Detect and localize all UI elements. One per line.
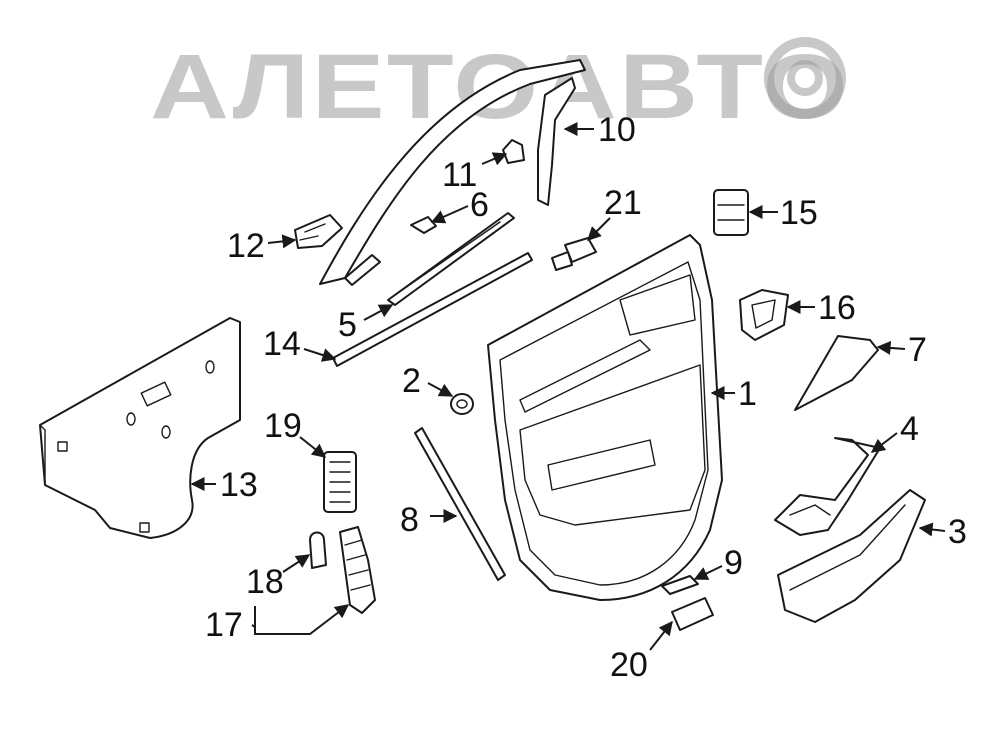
leader-12 (267, 234, 297, 249)
callout-10: 10 (598, 111, 636, 149)
leader-6 (430, 205, 469, 224)
callout-8: 8 (400, 501, 419, 539)
leader-20 (649, 620, 673, 651)
callout-12: 12 (227, 227, 265, 265)
part-13-water-shield (39, 317, 241, 539)
callout-7: 7 (908, 331, 927, 369)
callout-14: 14 (263, 325, 301, 363)
leader-17-bracket (254, 604, 350, 635)
callout-20: 20 (610, 646, 648, 684)
leader-lines (190, 122, 946, 651)
leader-3 (918, 522, 946, 537)
watermark-logo-dot (787, 60, 823, 96)
callout-labels: 1 2 3 4 5 6 7 8 9 10 11 12 13 14 15 16 1… (205, 111, 967, 684)
part-14-weatherstrip (332, 252, 533, 367)
leader-19 (299, 436, 327, 458)
callout-11: 11 (442, 156, 477, 194)
callout-18: 18 (246, 563, 284, 601)
callout-16: 16 (818, 289, 856, 327)
callout-4: 4 (900, 410, 919, 448)
callout-2: 2 (402, 362, 421, 400)
part-18-bulb (309, 531, 327, 569)
callout-5: 5 (338, 306, 357, 344)
leader-4 (870, 432, 898, 453)
part-10-frame-trim (319, 59, 586, 286)
part-9-pad (661, 575, 699, 595)
part-11-clip (502, 139, 525, 164)
callout-15: 15 (780, 194, 818, 232)
callout-13: 13 (220, 466, 258, 504)
part-16-switch-housing (739, 289, 789, 341)
leader-18 (282, 554, 311, 573)
part-1-door-panel (487, 234, 723, 601)
leader-11 (481, 152, 508, 166)
leader-21 (587, 217, 611, 241)
part-12-bracket (294, 214, 343, 249)
callout-6: 6 (470, 186, 489, 224)
part-15-switch (713, 189, 749, 236)
callout-19: 19 (264, 407, 302, 445)
leader-2 (427, 382, 454, 397)
part-5-belt-trim (387, 212, 515, 306)
part-21-connector (551, 237, 597, 271)
part-6-clip (410, 216, 437, 234)
callout-3: 3 (948, 513, 967, 551)
leader-9 (693, 565, 723, 580)
part-20-module (671, 597, 714, 631)
watermark-logo-ring (764, 37, 846, 119)
leader-5 (363, 304, 394, 321)
callout-17: 17 (205, 606, 243, 644)
part-7-trim (794, 335, 879, 411)
leader-14 (303, 348, 337, 362)
callout-21: 21 (604, 184, 642, 222)
part-17-lamp (339, 526, 376, 614)
part-3-pull-handle (777, 489, 926, 623)
callout-1: 1 (738, 375, 757, 413)
part-4-handle-bracket (774, 437, 881, 536)
callout-9: 9 (724, 544, 743, 582)
part-19-grille (323, 451, 357, 513)
part-8-seal-strip (414, 427, 506, 581)
part-2-plug (450, 393, 474, 415)
leader-7 (876, 340, 906, 355)
